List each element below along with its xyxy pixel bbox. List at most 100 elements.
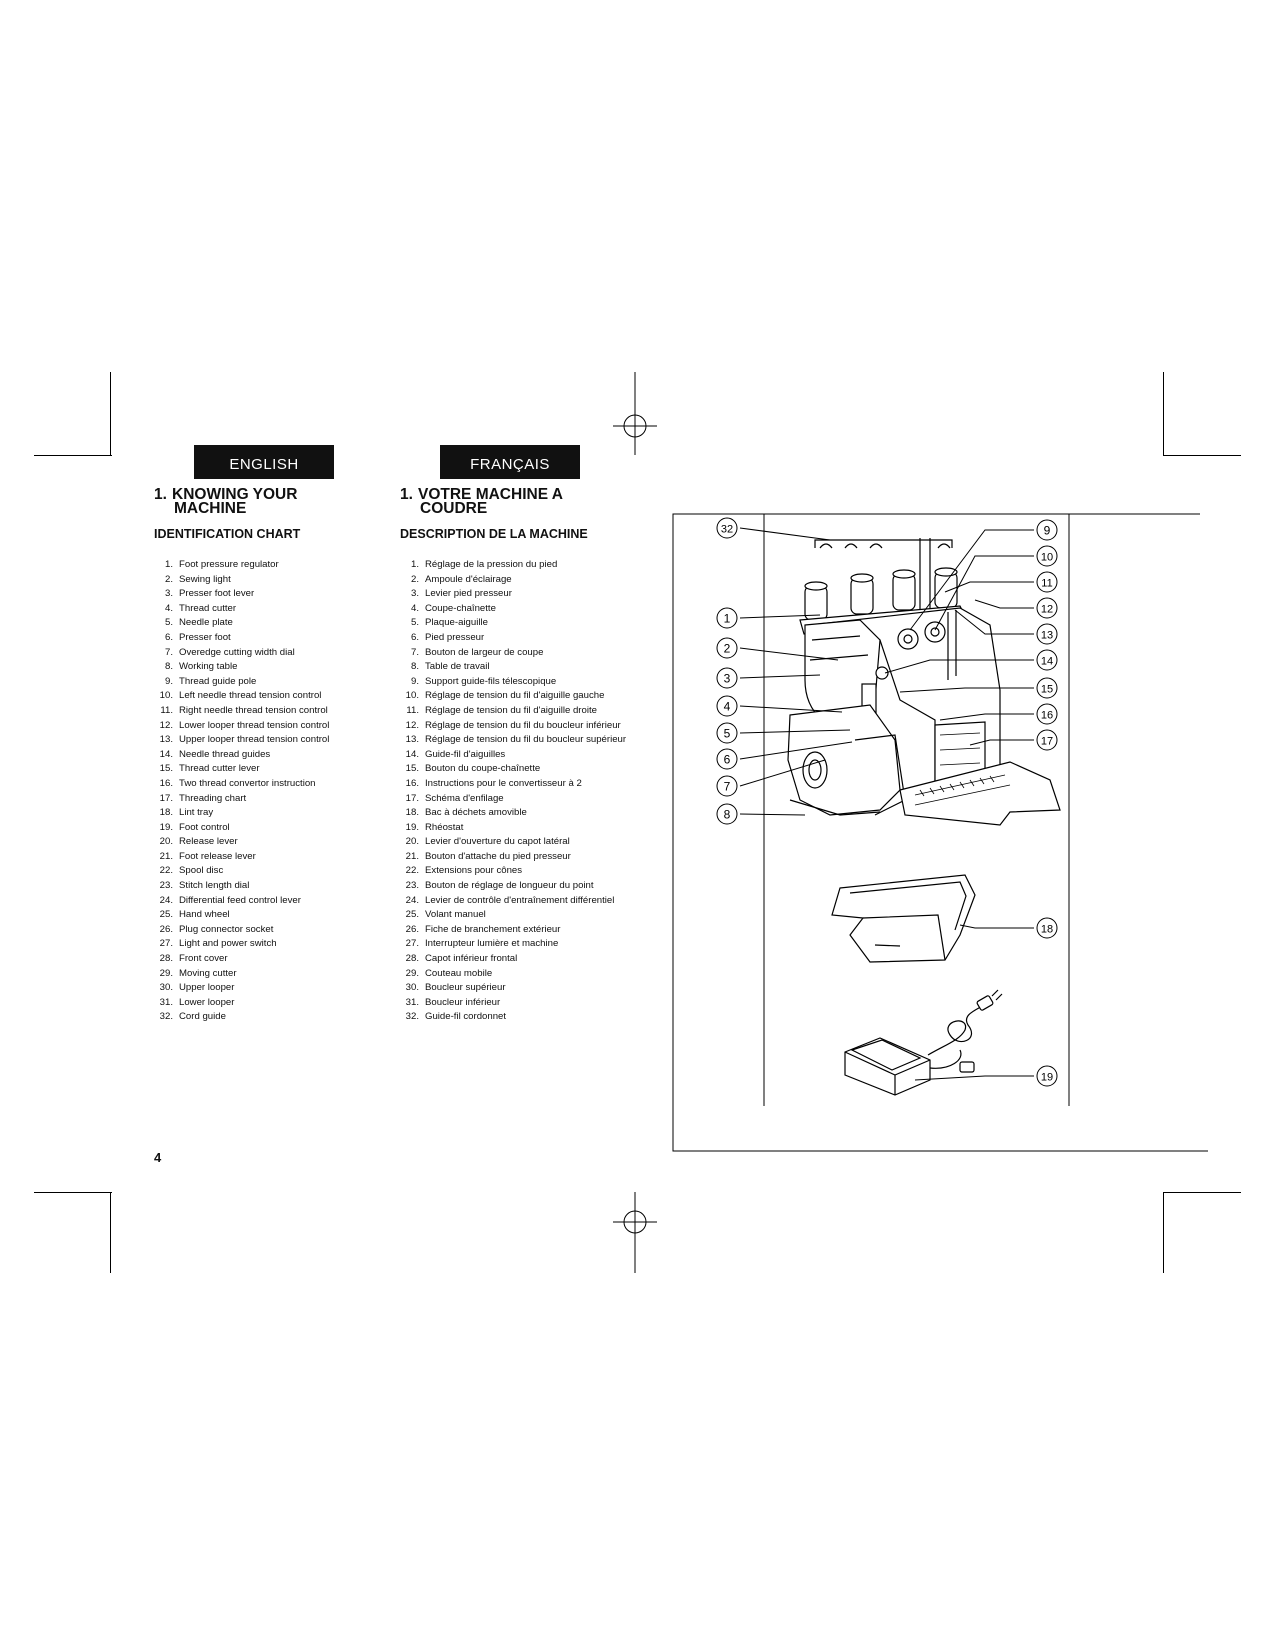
list-item-number: 3. [410,588,419,600]
list-item-number: 32. [159,1011,173,1023]
list-item-label: Lower looper [179,996,235,1008]
french-list-item: 5. Plaque-aiguille [396,617,628,628]
diagram-frame [672,513,1208,1152]
list-item-number: 22. [159,865,173,877]
list-item-label: Right needle thread tension control [179,704,328,716]
english-list-item: 16. Two thread convertor instruction [150,778,390,789]
english-list-item: 19.Foot control [150,822,390,833]
list-item-label: Foot release lever [179,850,256,862]
callout-circle [1036,649,1058,671]
list-item-label: Fiche de branchement extérieur [425,923,561,935]
english-list-item: 8.Working table [150,661,390,672]
list-item-number: 4. [164,602,173,614]
list-item-number: 26. [159,923,173,935]
list-item-number: 16. [159,777,173,789]
list-item-label: Plaque-aiguille [425,617,488,629]
english-list-item: 20.Release lever [150,836,390,847]
list-item-label: Pied presseur [425,631,485,643]
serger-machine-illustration [787,538,1061,826]
english-list-item: 27.Light and power switch [150,938,390,949]
callout-circle [1036,597,1058,619]
callout-number: 14 [1041,656,1053,668]
list-item-label: Stitch length dial [179,880,250,892]
list-item-number: 25. [159,909,173,921]
english-list-item: 9.Thread guide pole [150,676,390,687]
list-item-label: Two thread convertor instruction [179,777,316,789]
list-item-number: 18. [159,807,173,819]
callout-8: 8 [716,803,738,825]
list-item-label: Réglage de tension du fil du boucleur su… [425,734,627,746]
list-item-label: Volant manuel [425,909,486,921]
list-item-label: Capot inférieur frontal [425,953,518,965]
callout-number: 1 [724,612,731,626]
callout-6: 6 [716,748,738,770]
list-item-number: 10. [405,690,419,702]
english-list-item: 2.Sewing light [150,574,390,585]
french-list-item: 22.Extensions pour cônes [396,865,628,876]
list-item-number: 11. [406,704,419,716]
list-item-label: Support guide-fils télescopique [425,675,557,687]
list-item-number: 5. [410,617,419,629]
list-item-label: Réglage de tension du fil d'aiguille dro… [425,704,597,716]
list-item-label: Upper looper thread tension control [179,734,330,746]
list-item-label: Cord guide [179,1011,226,1023]
callout-circle [716,803,738,825]
callout-13: 13 [1036,623,1058,645]
callout-2: 2 [716,637,738,659]
list-item-number: 24. [159,894,173,906]
callout-number: 12 [1041,604,1053,616]
list-item-number: 8. [164,661,173,673]
list-item-label: Thread cutter [179,602,237,614]
english-list-item: 6.Presser foot [150,632,390,643]
list-item-label: Ampoule d'éclairage [425,573,512,585]
french-list-item: 15.Bouton du coupe-chaînette [396,763,628,774]
french-list-item: 9. Support guide-fils télescopique [396,676,628,687]
callout-circle [1036,1065,1058,1087]
french-list-item: 17.Schéma d'enfilage [396,793,628,804]
callout-18: 18 [1036,917,1058,939]
list-item-label: Bouton de réglage de longueur du point [425,880,594,892]
list-item-number: 8. [410,661,419,673]
list-item-label: Left needle thread tension control [179,690,322,702]
list-item-number: 31. [405,996,419,1008]
english-heading-line1: KNOWING YOUR [172,486,298,503]
french-list-item: 21.Bouton d'attache du pied presseur [396,851,628,862]
list-item-number: 20. [405,836,419,848]
french-heading-line1: VOTRE MACHINE A [418,486,563,503]
list-item-label: Differential feed control lever [179,894,301,906]
list-item-label: Lint tray [179,807,214,819]
list-item-number: 10. [159,690,173,702]
english-list-item: 23.Stitch length dial [150,880,390,891]
french-list-item: 26.Fiche de branchement extérieur [396,924,628,935]
list-item-number: 16. [405,777,419,789]
callout-number: 10 [1041,552,1053,564]
french-list-item: 18.Bac à déchets amovible [396,807,628,818]
callout-circle [716,722,738,744]
french-list-item: 23.Bouton de réglage de longueur du poin… [396,880,628,891]
callout-number: 9 [1044,524,1051,538]
list-item-label: Thread guide pole [179,675,257,687]
english-list-item: 5.Needle plate [150,617,390,628]
english-list-item: 7.Overedge cutting width dial [150,647,390,658]
french-subheading: DESCRIPTION DE LA MACHINE [400,527,588,541]
callout-circle [1036,703,1058,725]
list-item-number: 9. [410,675,419,687]
list-item-number: 18. [405,807,419,819]
callout-number: 18 [1041,924,1053,936]
list-item-number: 4. [410,602,419,614]
french-list-item: 27.Interrupteur lumière et machine [396,938,628,949]
callout-circle [1036,519,1058,541]
list-item-number: 32. [405,1011,419,1023]
registration-target-bottom [613,1192,657,1273]
english-list-item: 25.Hand wheel [150,909,390,920]
list-item-label: Coupe-chaînette [425,602,496,614]
callout-3: 3 [716,667,738,689]
english-list-item: 4. Thread cutter [150,603,390,614]
english-list-item: 29.Moving cutter [150,968,390,979]
list-item-label: Levier d'ouverture du capot latéral [425,836,570,848]
list-item-label: Needle thread guides [179,748,271,760]
list-item-label: Couteau mobile [425,967,493,979]
list-item-label: Interrupteur lumière et machine [425,938,559,950]
